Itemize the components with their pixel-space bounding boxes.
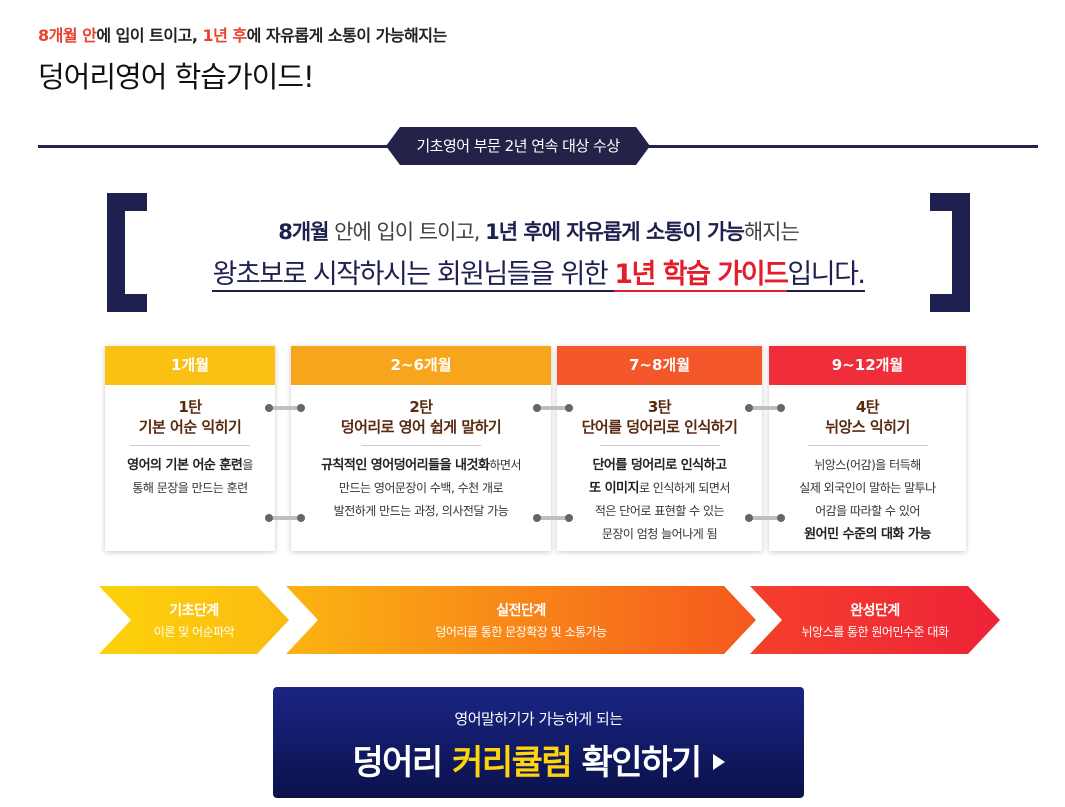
quote-end-text: 입니다. — [787, 259, 866, 292]
desc-bold: 원어민 수준의 대화 가능 — [804, 527, 931, 542]
stage-title: 실전단계 — [496, 603, 546, 619]
cta-subtitle: 영어말하기가 가능하게 되는 — [454, 710, 623, 728]
card-stage: 4탄 — [855, 398, 880, 416]
stage-complete-arrow: 완성단계 뉘앙스를 통한 원어민수준 대화 — [750, 586, 1000, 654]
card-divider — [130, 445, 250, 446]
stage-practice-arrow: 실전단계 덩어리를 통한 문장확장 및 소통가능 — [286, 586, 756, 654]
card-divider — [361, 445, 481, 446]
desc-bold: 영어의 기본 어순 훈련 — [127, 458, 243, 473]
quote-line-2: 왕초보로 시작하시는 회원님들을 위한 1년 학습 가이드입니다. — [147, 252, 930, 292]
card-stage: 3탄 — [647, 398, 672, 416]
right-bracket-decoration — [930, 193, 970, 312]
desc-text: 뉘앙스(어감)을 터득해 — [814, 458, 921, 472]
card-name: 뉘앙스 익히기 — [825, 418, 910, 436]
subtitle-highlight-8months: 8개월 안 — [38, 26, 97, 45]
desc-text: 적은 단어로 표현할 수 있는 — [594, 504, 725, 518]
quote-8months: 8개월 — [278, 220, 329, 244]
quote-text-2: 해지는 — [743, 220, 800, 244]
desc-text: 발전하게 만드는 과정, 의사전달 가능 — [333, 504, 509, 518]
card-period: 2~6개월 — [291, 346, 551, 385]
desc-text: 만드는 영어문장이 수백, 수천 개로 — [338, 481, 504, 495]
quote-beginner-text: 왕초보로 시작하시는 회원님들을 위한 — [212, 259, 615, 292]
card-description: 뉘앙스(어감)을 터득해 실제 외국인이 말하는 말투나 어감을 따라할 수 있… — [769, 454, 966, 546]
subtitle-highlight-1year: 1년 후 — [202, 26, 247, 45]
cta-label: 덩어리 커리큘럼 확인하기 — [273, 735, 804, 784]
desc-text: 실제 외국인이 말하는 말투나 — [799, 481, 936, 495]
card-stage: 2탄 — [409, 398, 433, 416]
card-description: 영어의 기본 어순 훈련을 통해 문장을 만드는 훈련 — [105, 454, 275, 500]
binder-ring-icon — [533, 404, 573, 414]
desc-text: 통해 문장을 만드는 훈련 — [132, 481, 248, 495]
binder-ring-icon — [533, 514, 573, 524]
card-divider — [807, 445, 928, 446]
quote-guide-highlight: 1년 학습 가이드 — [614, 259, 789, 292]
card-stage: 1탄 — [178, 398, 202, 416]
stage-title: 기초단계 — [169, 603, 219, 619]
card-name: 덩어리로 영어 쉽게 말하기 — [340, 418, 502, 436]
subtitle: 8개월 안에 입이 트이고, 1년 후에 자유롭게 소통이 가능해지는 — [38, 22, 447, 46]
binder-ring-icon — [265, 404, 305, 414]
card-description: 규칙적인 영어덩어리들을 내것화하면서 만드는 영어문장이 수백, 수천 개로 … — [291, 454, 551, 523]
card-period: 9~12개월 — [769, 346, 966, 385]
left-bracket-decoration — [107, 193, 147, 312]
stage-subtitle: 뉘앙스를 통한 원어민수준 대화 — [801, 625, 949, 639]
stage-subtitle: 이론 및 어순파악 — [153, 625, 235, 639]
card-divider — [599, 445, 720, 446]
desc-bold: 단어를 덩어리로 인식하고 — [592, 458, 727, 473]
stage-subtitle: 덩어리를 통한 문장확장 및 소통가능 — [435, 625, 607, 639]
stage-basic-arrow: 기초단계 이론 및 어순파악 — [99, 586, 289, 654]
card-period: 1개월 — [105, 346, 275, 385]
page-title: 덩어리영어 학습가이드! — [38, 60, 315, 94]
play-arrow-icon — [712, 753, 725, 770]
quote-text-1: 안에 입이 트이고, — [328, 220, 486, 244]
cta-label-part1: 덩어리 — [352, 743, 453, 783]
card-name: 기본 어순 익히기 — [138, 418, 242, 436]
desc-text: 어감을 따라할 수 있어 — [815, 504, 920, 518]
desc-text: 문장이 엄청 늘어나게 됨 — [601, 527, 718, 541]
subtitle-text-2: 에 자유롭게 소통이 가능해지는 — [246, 26, 448, 45]
binder-ring-icon — [265, 514, 305, 524]
quote-1year: 1년 후에 자유롭게 소통이 가능 — [485, 220, 745, 244]
card-description: 단어를 덩어리로 인식하고 또 이미지로 인식하게 되면서 적은 단어로 표현할… — [557, 454, 762, 546]
desc-text: 을 — [242, 458, 253, 472]
desc-text: 로 인식하게 되면서 — [638, 481, 730, 495]
binder-ring-icon — [745, 514, 785, 524]
desc-bold: 규칙적인 영어덩어리들을 내것화 — [320, 458, 490, 473]
curriculum-cta-button[interactable]: 영어말하기가 가능하게 되는 덩어리 커리큘럼 확인하기 — [273, 687, 804, 798]
desc-bold: 또 이미지 — [589, 481, 639, 496]
binder-ring-icon — [745, 404, 785, 414]
award-badge: 기초영어 부문 2년 연속 대상 수상 — [386, 127, 650, 165]
cta-label-part3: 확인하기 — [571, 743, 703, 783]
desc-text: 하면서 — [489, 458, 522, 472]
cta-label-highlight: 커리큘럼 — [452, 743, 573, 783]
stage-title: 완성단계 — [850, 603, 900, 619]
card-name: 단어를 덩어리로 인식하기 — [581, 418, 738, 436]
card-period: 7~8개월 — [557, 346, 762, 385]
subtitle-text-1: 에 입이 트이고, — [96, 26, 203, 45]
quote-line-1: 8개월 안에 입이 트이고, 1년 후에 자유롭게 소통이 가능해지는 — [147, 216, 930, 246]
